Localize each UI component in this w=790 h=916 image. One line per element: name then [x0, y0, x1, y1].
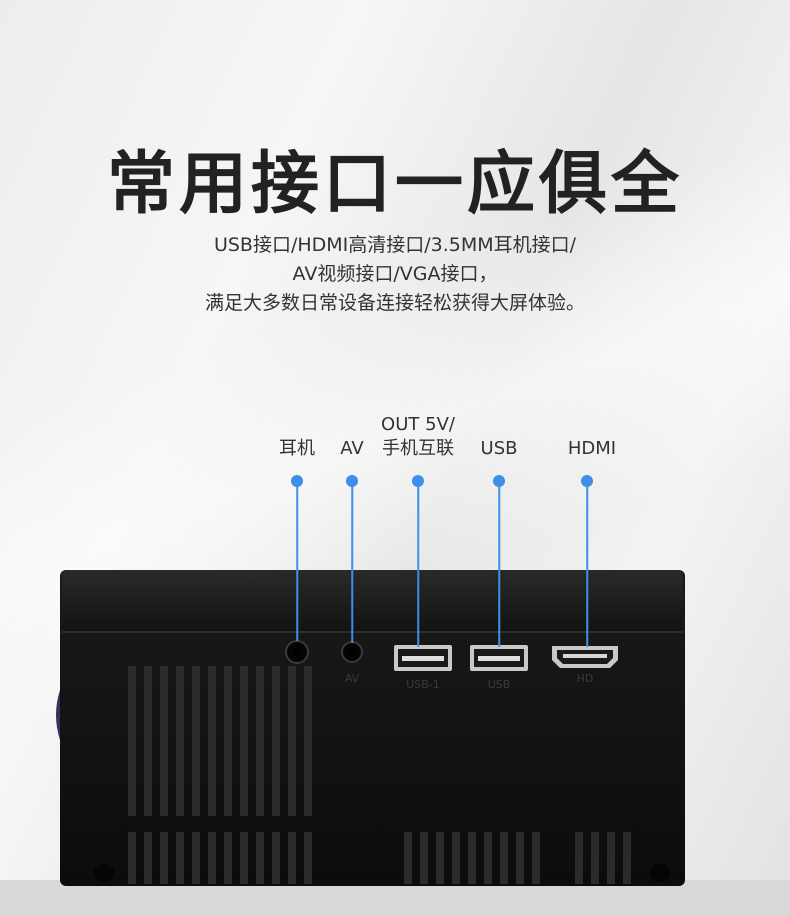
marker-av — [346, 475, 358, 487]
foot-right — [650, 864, 670, 882]
lens-edge — [56, 690, 60, 740]
usb-port — [470, 645, 528, 671]
label-headphone: 耳机 — [279, 438, 315, 459]
vent-grille-left — [128, 666, 312, 816]
marker-out — [412, 475, 424, 487]
foot-left — [94, 864, 114, 882]
panel-label-hd: HD — [577, 672, 594, 685]
usb-port-out — [394, 645, 452, 671]
label-out-line2: 手机互联 — [382, 438, 454, 459]
leader-line-av — [351, 481, 353, 643]
panel-label-av: AV — [345, 672, 360, 685]
leader-line-headphone — [296, 481, 298, 641]
description-line-1: USB接口/HDMI高清接口/3.5MM耳机接口/ — [213, 234, 577, 256]
av-jack — [341, 641, 363, 663]
projector-body — [60, 570, 685, 886]
marker-hdmi — [581, 475, 593, 487]
page-title: 常用接口一应俱全 — [106, 145, 683, 224]
projector-top-lip — [62, 570, 683, 632]
hdmi-port — [552, 646, 618, 668]
panel-label-usb1: USB-1 — [406, 678, 440, 691]
vent-grille-bottom-right — [575, 832, 631, 884]
label-usb: USB — [480, 438, 518, 459]
leader-line-usb — [498, 481, 500, 647]
panel-label-usb: USB — [488, 678, 511, 691]
leader-line-out — [417, 481, 419, 647]
description-line-3: 满足大多数日常设备连接轻松获得大屏体验。 — [204, 292, 585, 314]
vent-grille-bottom-left — [128, 832, 312, 884]
label-hdmi: HDMI — [567, 438, 617, 459]
label-av: AV — [340, 438, 364, 459]
label-out-line1: OUT 5V/ — [381, 414, 455, 435]
leader-line-hdmi — [586, 481, 588, 647]
vent-grille-bottom-center — [404, 832, 540, 884]
description-line-2: AV视频接口/VGA接口， — [292, 263, 498, 285]
marker-headphone — [291, 475, 303, 487]
marker-usb — [493, 475, 505, 487]
headphone-jack — [285, 640, 309, 664]
